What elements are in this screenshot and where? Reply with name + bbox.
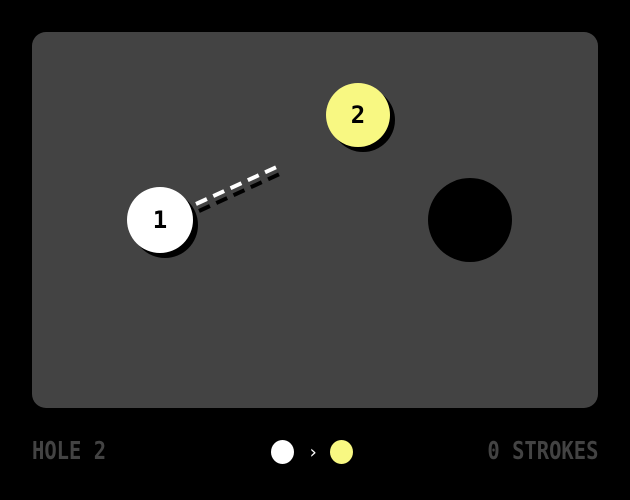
stroke-count: 0 STROKES	[486, 436, 598, 465]
ball-2-label: 2	[350, 101, 366, 129]
ball-1-label: 1	[152, 206, 168, 234]
second-ball-dot	[330, 440, 353, 464]
first-ball-dot	[271, 440, 294, 464]
ball-1[interactable]: 1	[127, 187, 193, 253]
hole	[428, 178, 512, 262]
hole-number: HOLE 2	[32, 436, 107, 465]
ball-2[interactable]: 2	[326, 83, 390, 147]
chevron-right-icon: ›	[307, 441, 319, 463]
ball-order-indicator: ›	[271, 440, 353, 464]
